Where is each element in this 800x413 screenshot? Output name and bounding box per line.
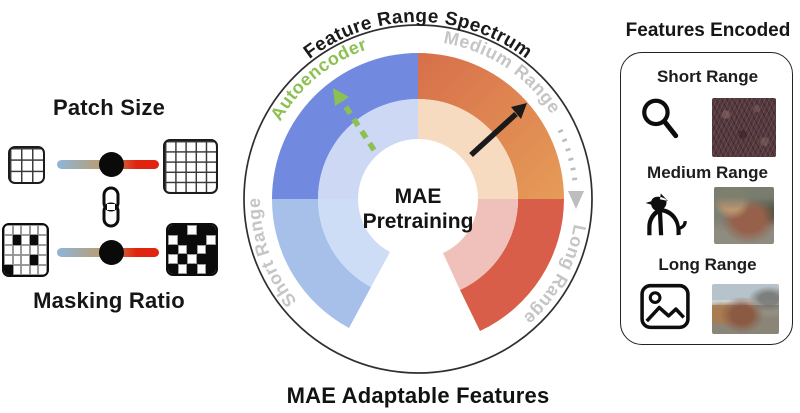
magnifier-icon	[642, 98, 679, 139]
mask-cell	[178, 245, 188, 255]
mask-cell	[187, 254, 197, 264]
mask-cell	[21, 265, 30, 275]
mask-cell	[21, 235, 30, 245]
feature-item-label: Medium Range	[647, 163, 768, 182]
mask-cell	[4, 245, 13, 255]
feature-item-label: Long Range	[658, 255, 757, 274]
mask-cell	[29, 255, 39, 265]
mask-cell	[196, 254, 207, 265]
gauge-center-line1: MAE	[395, 185, 442, 208]
patch-size-title: Patch Size	[52, 95, 166, 120]
mask-cell	[196, 234, 207, 245]
small-patch-grid-icon	[8, 146, 45, 184]
mask-cell	[38, 245, 47, 255]
gauge-center-line2: Pretraining	[363, 210, 474, 233]
segment-autoencoder-outer	[272, 53, 418, 199]
mask-cell	[4, 225, 13, 235]
segment-long-range-outer	[460, 199, 564, 331]
low-masking-grid-icon	[2, 223, 49, 277]
mask-cell	[29, 235, 39, 245]
masking-ratio-title: Masking Ratio	[33, 288, 185, 313]
gauge-outline-circle	[243, 24, 593, 374]
mask-cell	[206, 235, 216, 245]
features-encoded-box: Short Range Medium Range Long Range	[620, 52, 793, 345]
mask-cell	[4, 235, 13, 245]
patch-size-slider-knob[interactable]	[99, 152, 124, 177]
spectrum-dotted-arc	[557, 128, 578, 183]
mask-cell	[187, 225, 197, 235]
mask-cell	[168, 254, 178, 264]
mask-cell	[206, 225, 216, 235]
mask-cell	[197, 264, 207, 274]
mask-cell	[38, 235, 47, 245]
medium-range-image	[714, 187, 774, 244]
large-patch-grid-icon	[163, 139, 218, 194]
mask-cell	[178, 264, 188, 274]
autoencoder-arrowhead-icon	[333, 88, 349, 106]
mask-cell	[206, 254, 216, 265]
mask-cell	[187, 244, 197, 255]
gauge-caption: MAE Adaptable Features	[286, 383, 550, 408]
segment-long-range-inner	[443, 199, 519, 290]
mask-cell	[38, 265, 47, 275]
mask-cell	[21, 255, 30, 265]
dog-icon	[645, 193, 687, 236]
link-chain-icon	[102, 186, 120, 228]
high-masking-grid-icon	[166, 223, 218, 276]
mask-cell	[13, 225, 22, 235]
segment-short-range-inner	[318, 199, 390, 287]
mask-cell	[30, 265, 39, 275]
spectrum-arrowhead-icon	[568, 191, 584, 209]
mask-cell	[30, 245, 39, 255]
mask-cell	[13, 255, 22, 265]
mask-cell	[177, 254, 188, 265]
mask-cell	[177, 234, 188, 245]
features-encoded-title: Features Encoded	[625, 20, 791, 41]
mask-cell	[177, 225, 188, 235]
mask-cell	[168, 225, 178, 235]
autoencoder-dashed-arrow	[339, 99, 377, 152]
mask-cell	[4, 265, 13, 275]
mask-cell	[168, 235, 178, 245]
mask-cell	[168, 264, 178, 274]
mask-cell	[187, 234, 197, 245]
mask-cell	[13, 265, 22, 275]
feature-range-gauge: Feature Range Spectrum Autoencoder Mediu…	[243, 6, 593, 374]
mask-cell	[197, 245, 207, 255]
picture-icon	[640, 283, 690, 330]
gauge-needle-arrowhead-icon	[511, 103, 527, 119]
long-range-image	[712, 284, 779, 334]
gauge-needle-arrow	[469, 111, 518, 158]
mask-cell	[187, 264, 197, 274]
mask-cell	[21, 245, 30, 255]
mask-cell	[21, 225, 30, 235]
segment-autoencoder-inner	[318, 99, 418, 199]
mask-cell	[168, 244, 178, 255]
mask-cell	[12, 235, 22, 245]
segment-medium-range-outer	[418, 53, 564, 199]
mask-cell	[13, 245, 22, 255]
mask-cell	[206, 244, 216, 255]
mask-cell	[38, 225, 47, 235]
masking-ratio-slider-knob[interactable]	[99, 240, 124, 265]
mask-cell	[38, 255, 47, 265]
feature-item-label: Short Range	[656, 67, 759, 86]
mask-cell	[30, 225, 39, 235]
short-range-image	[712, 98, 776, 157]
mask-cell	[206, 264, 216, 274]
segment-medium-range-inner	[418, 99, 518, 199]
mask-cell	[4, 255, 13, 265]
mask-cell	[196, 225, 207, 235]
segment-short-range-outer	[271, 199, 371, 328]
